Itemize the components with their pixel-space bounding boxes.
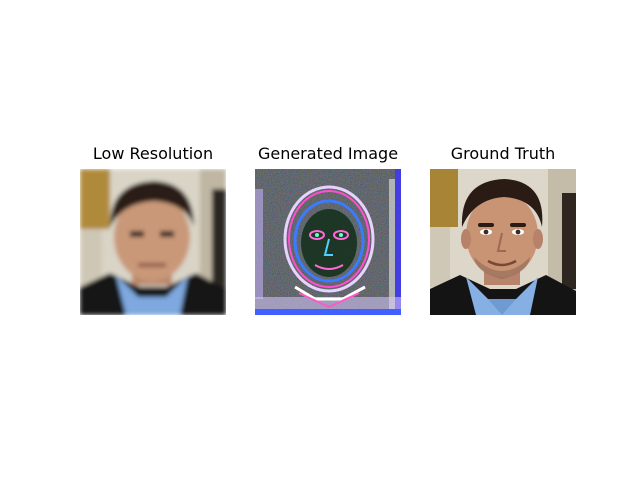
panel-title-low-resolution: Low Resolution	[92, 144, 214, 163]
panel-title-ground-truth: Ground Truth	[450, 144, 556, 163]
low-resolution-image	[80, 169, 226, 315]
generated-image	[255, 169, 401, 315]
ground-truth-image	[430, 169, 576, 315]
panel-title-generated-image: Generated Image	[257, 144, 399, 163]
